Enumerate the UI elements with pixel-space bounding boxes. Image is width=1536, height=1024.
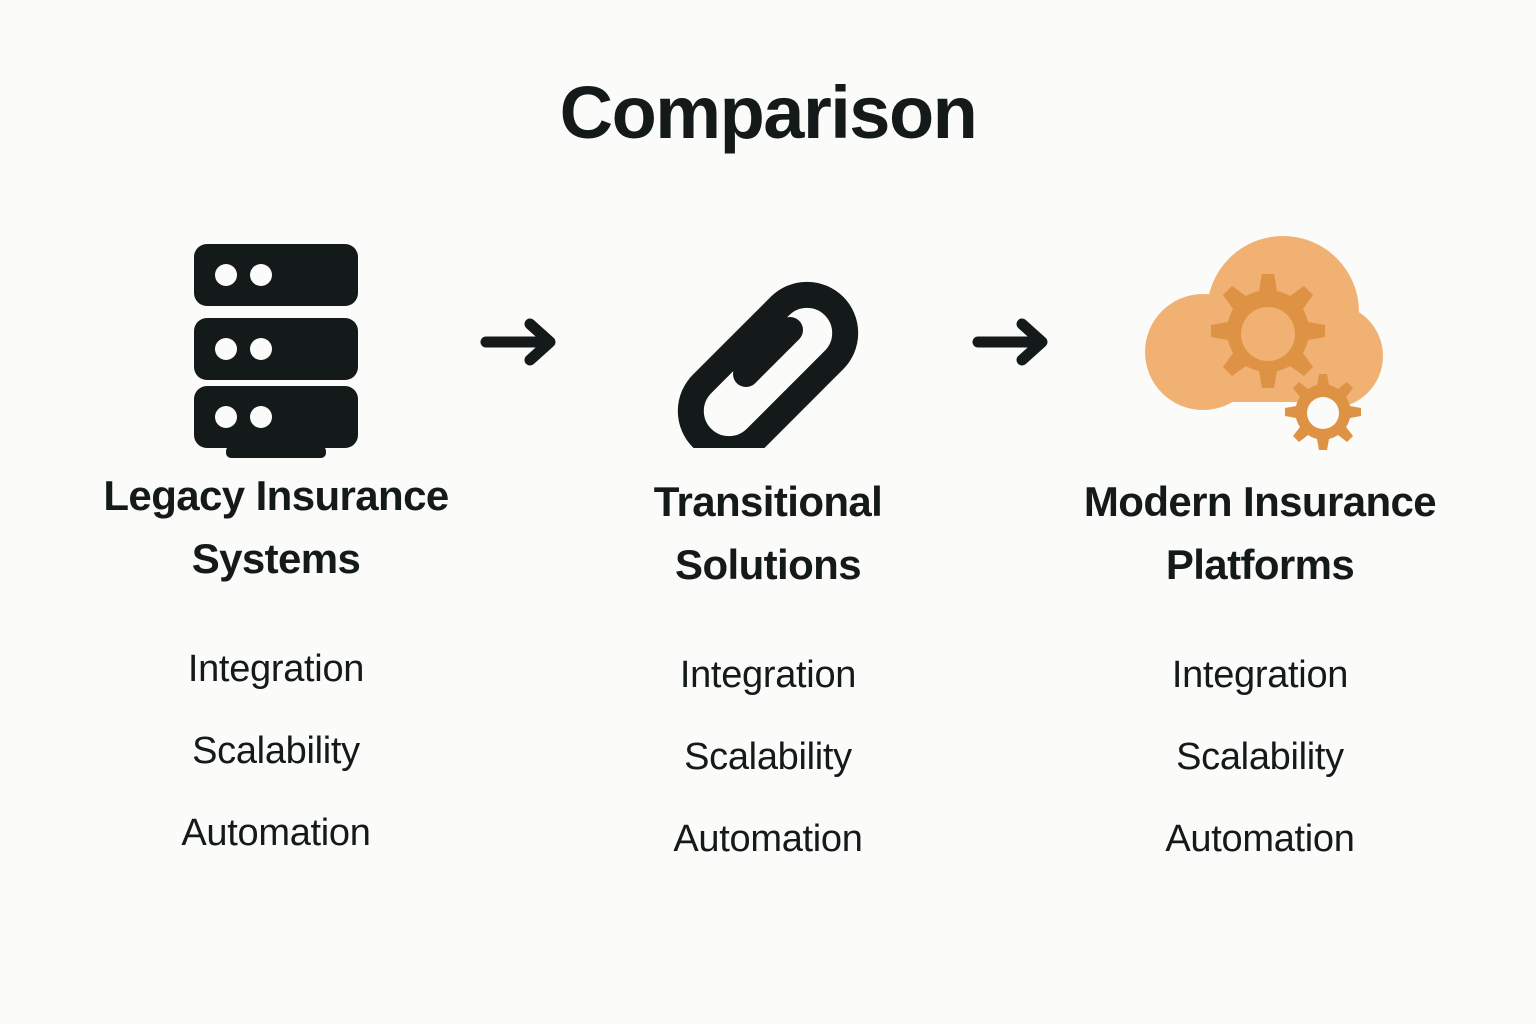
arrow-right-icon	[480, 318, 556, 366]
column-title-modern: Modern Insurance Platforms	[1083, 478, 1437, 588]
comparison-columns: Legacy Insurance Systems Integration Sca…	[0, 218, 1536, 880]
arrow-right-icon	[972, 318, 1048, 366]
feature-list-transitional: Integration Scalability Automation	[673, 634, 863, 880]
cloud-gears-icon	[1145, 236, 1383, 450]
feature-item: Integration	[187, 648, 365, 690]
feature-item: Scalability	[1176, 736, 1344, 779]
column-transitional: Transitional Solutions Integration Scala…	[578, 218, 958, 880]
arrow-slot-2	[958, 218, 1070, 466]
feature-item: Automation	[1165, 818, 1355, 861]
feature-item: Automation	[181, 812, 371, 855]
cloud-gears-icon-slot	[1070, 218, 1450, 466]
column-title-legacy: Legacy Insurance Systems	[103, 472, 449, 582]
server-stand-icon	[226, 424, 326, 458]
feature-item: Scalability	[192, 730, 360, 773]
feature-list-modern: Integration Scalability Automation	[1165, 634, 1355, 880]
feature-list-legacy: Integration Scalability Automation	[181, 628, 371, 874]
feature-item: Automation	[673, 818, 863, 861]
feature-item: Integration	[1171, 654, 1349, 696]
server-stack-icon-slot	[86, 218, 466, 466]
arrow-slot-1	[466, 218, 578, 466]
feature-item: Integration	[679, 654, 857, 696]
gear-large-icon	[1211, 274, 1325, 388]
feature-item: Scalability	[684, 736, 852, 779]
page-title: Comparison	[559, 71, 978, 154]
gear-small-icon	[1285, 374, 1361, 450]
server-stack-icon	[194, 244, 358, 448]
chain-link-icon-slot	[578, 218, 958, 466]
column-modern: Modern Insurance Platforms Integration S…	[1070, 218, 1450, 880]
column-legacy: Legacy Insurance Systems Integration Sca…	[86, 218, 466, 874]
column-title-transitional: Transitional Solutions	[653, 478, 883, 588]
chain-link-icon	[677, 281, 859, 448]
